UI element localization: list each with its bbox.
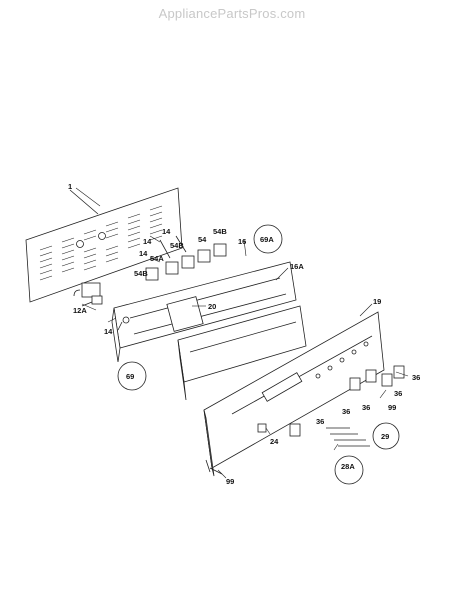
- panel-hole: [76, 240, 84, 248]
- mount-screw: [122, 316, 130, 324]
- control-panel-housing: [111, 261, 297, 363]
- callout-14: 14: [104, 327, 113, 336]
- callout-20: 20: [208, 302, 216, 311]
- terminal-block-part-12A: [73, 282, 103, 307]
- clock-module-part-20: [166, 296, 204, 332]
- callout-99: 99: [226, 477, 234, 486]
- watermark-text: AppliancePartsPros.com: [158, 6, 306, 21]
- callout-99: 99: [388, 403, 396, 412]
- callout-54A: 54A: [150, 254, 164, 263]
- callout-16A: 16A: [290, 262, 304, 271]
- callout-69: 69: [126, 372, 134, 381]
- backguard-part-19: [203, 311, 385, 477]
- callout-54B: 54B: [134, 269, 148, 278]
- display-window: [261, 372, 303, 402]
- callout-circle-69A: [253, 224, 283, 254]
- callout-36: 36: [362, 403, 370, 412]
- callout-29: 29: [381, 432, 389, 441]
- knobs-part-36: [257, 365, 405, 437]
- knob-hole: [315, 373, 321, 379]
- knob-hole: [351, 349, 357, 355]
- callout-36: 36: [412, 373, 420, 382]
- knob-hole: [327, 365, 333, 371]
- callout-1: 1: [68, 182, 72, 191]
- callout-14: 14: [162, 227, 171, 236]
- callout-14: 14: [139, 249, 148, 258]
- callout-14: 14: [143, 237, 152, 246]
- callout-12A: 12A: [73, 306, 87, 315]
- callout-circle-29: [372, 422, 400, 450]
- back-panel-part-1: [25, 187, 183, 303]
- callout-36: 36: [342, 407, 350, 416]
- small-fasteners: [326, 427, 370, 447]
- leader-lines: [75, 187, 409, 479]
- callout-36: 36: [316, 417, 324, 426]
- callout-24: 24: [270, 437, 279, 446]
- callout-16: 16: [238, 237, 246, 246]
- callout-28A: 28A: [341, 462, 355, 471]
- panel-hole: [98, 232, 106, 240]
- callout-19: 19: [373, 297, 381, 306]
- knob-hole: [339, 357, 345, 363]
- callout-36: 36: [394, 389, 402, 398]
- callout-circle-28A: [334, 455, 364, 485]
- callout-circle-69: [117, 361, 147, 391]
- louver-slots: [39, 205, 163, 281]
- switch-group-54: [145, 235, 227, 281]
- callout-69A: 69A: [260, 235, 274, 244]
- callout-54B: 54B: [213, 227, 227, 236]
- front-panel-part-16A: [177, 305, 307, 401]
- callout-54B: 54B: [170, 241, 184, 250]
- callout-54: 54: [198, 235, 207, 244]
- knob-hole: [363, 341, 369, 347]
